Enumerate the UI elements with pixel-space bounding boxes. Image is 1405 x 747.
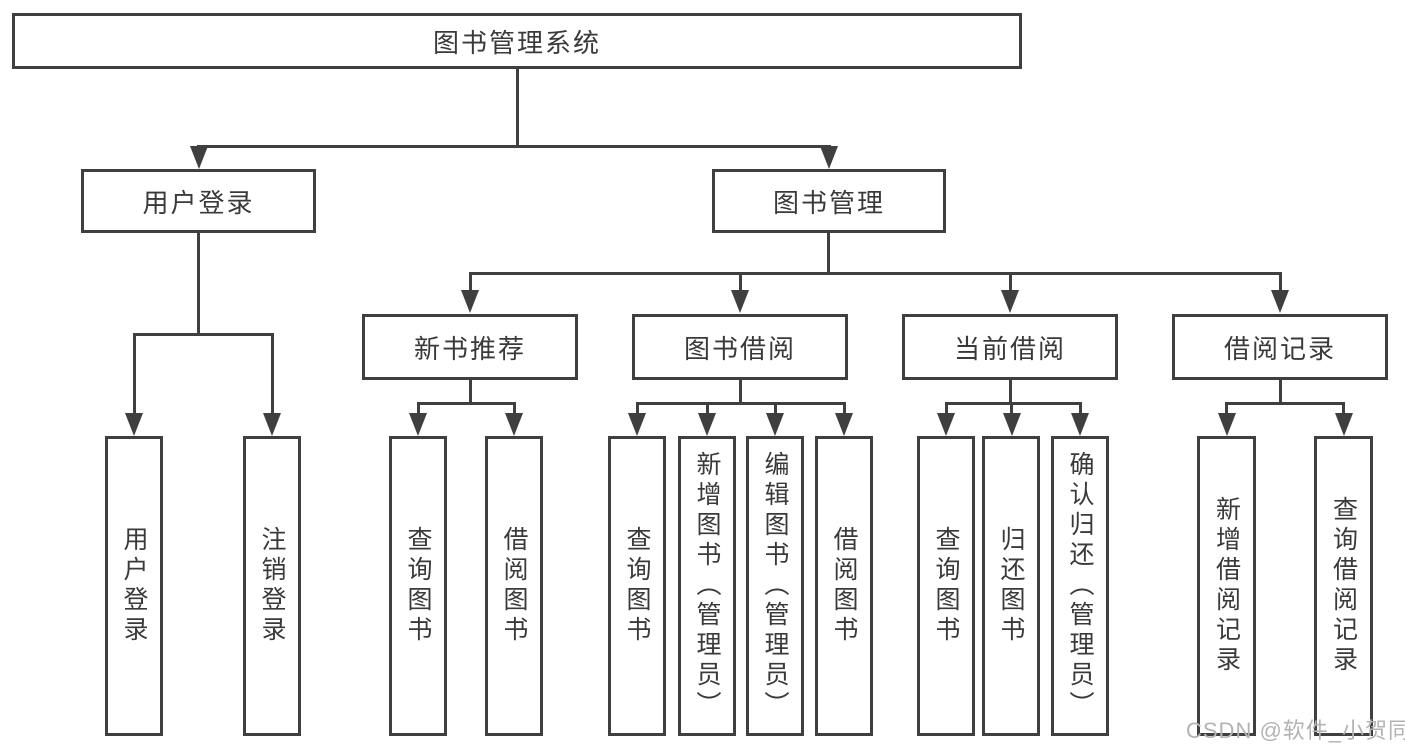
leaf-return-books-label: 归还图书	[997, 526, 1025, 646]
leaf-add-borrow-record: 新增借阅记录	[1197, 436, 1256, 736]
watermark: CSDN @软件_小贺同学	[1186, 718, 1405, 743]
connector-line	[1342, 402, 1345, 415]
leaf-query-books-recommend-label: 查询图书	[404, 526, 432, 646]
connector-line	[944, 402, 948, 415]
connector-line	[635, 402, 639, 415]
node-borrow-records: 借阅记录	[1172, 314, 1388, 380]
connector-line	[132, 333, 274, 336]
node-new-book-recommend: 新书推荐	[362, 314, 578, 380]
connector-line	[468, 272, 1282, 275]
connector-line	[738, 272, 742, 292]
connector-line	[1010, 402, 1013, 415]
leaf-add-book-admin: 新增图书（管理员）	[678, 436, 736, 736]
node-root-label: 图书管理系统	[432, 27, 601, 58]
node-user-login-label: 用户登录	[142, 187, 255, 218]
node-borrow-records-label: 借阅记录	[1223, 333, 1336, 364]
connector-line	[515, 69, 519, 147]
leaf-query-books-current: 查询图书	[917, 436, 975, 736]
leaf-confirm-return-admin: 确认归还（管理员）	[1051, 436, 1109, 736]
arrow-down-icon	[835, 413, 853, 436]
leaf-query-books-current-label: 查询图书	[932, 526, 960, 646]
leaf-add-borrow-record-label: 新增借阅记录	[1212, 496, 1241, 676]
arrow-down-icon	[698, 413, 716, 436]
connector-line	[197, 233, 200, 335]
node-current-borrow-label: 当前借阅	[953, 333, 1066, 364]
connector-line	[1078, 402, 1082, 415]
connector-line	[416, 402, 420, 415]
leaf-borrow-books-recommend: 借阅图书	[485, 436, 543, 736]
connector-line	[468, 272, 472, 292]
leaf-borrow-books-label: 借阅图书	[830, 526, 858, 646]
connector-line	[635, 402, 846, 405]
leaf-query-books-borrow: 查询图书	[608, 436, 666, 736]
node-root: 图书管理系统	[12, 13, 1022, 69]
arrow-down-icon	[1271, 290, 1289, 313]
arrow-down-icon	[628, 413, 646, 436]
arrow-down-icon	[937, 413, 955, 436]
arrow-down-icon	[731, 290, 749, 313]
arrow-down-icon	[461, 290, 479, 313]
leaf-return-books: 归还图书	[982, 436, 1040, 736]
connector-line	[468, 380, 472, 404]
connector-line	[1008, 272, 1012, 292]
node-book-management-label: 图书管理	[772, 187, 885, 218]
node-book-borrow: 图书借阅	[632, 314, 848, 380]
leaf-logout: 注销登录	[243, 436, 301, 736]
connector-line	[1225, 402, 1345, 405]
connector-line	[197, 145, 831, 148]
leaf-borrow-books: 借阅图书	[815, 436, 873, 736]
connector-line	[944, 402, 1082, 405]
connector-line	[1008, 380, 1012, 404]
leaf-user-login: 用户登录	[105, 436, 163, 736]
arrow-down-icon	[1217, 413, 1236, 436]
connector-line	[1278, 272, 1282, 292]
arrow-down-icon	[1071, 413, 1089, 436]
arrow-down-icon	[819, 146, 838, 169]
connector-line	[512, 402, 516, 415]
connector-line	[842, 402, 846, 415]
node-new-book-recommend-label: 新书推荐	[413, 333, 526, 364]
arrow-down-icon	[263, 413, 281, 436]
arrow-down-icon	[766, 413, 784, 436]
leaf-user-login-label: 用户登录	[120, 526, 148, 646]
node-current-borrow: 当前借阅	[902, 314, 1118, 380]
connector-line	[773, 402, 777, 415]
leaf-query-borrow-record-label: 查询借阅记录	[1329, 496, 1358, 676]
arrow-down-icon	[1334, 413, 1353, 436]
connector-line	[270, 333, 274, 415]
connector-line	[705, 402, 709, 415]
leaf-query-borrow-record: 查询借阅记录	[1314, 436, 1373, 736]
node-book-borrow-label: 图书借阅	[683, 333, 796, 364]
arrow-down-icon	[125, 413, 143, 436]
arrow-down-icon	[189, 146, 208, 169]
leaf-edit-book-admin-label: 编辑图书（管理员）	[761, 451, 789, 721]
connector-line	[1225, 402, 1228, 415]
arrow-down-icon	[1001, 290, 1019, 313]
leaf-add-book-admin-label: 新增图书（管理员）	[693, 451, 721, 721]
leaf-query-books-recommend: 查询图书	[389, 436, 447, 736]
arrow-down-icon	[505, 413, 523, 436]
connector-line	[132, 333, 136, 415]
connector-line	[1278, 380, 1282, 404]
node-user-login: 用户登录	[81, 169, 316, 233]
leaf-logout-label: 注销登录	[258, 526, 286, 646]
connector-line	[827, 233, 830, 275]
leaf-borrow-books-recommend-label: 借阅图书	[500, 526, 528, 646]
leaf-edit-book-admin: 编辑图书（管理员）	[746, 436, 804, 736]
node-book-management: 图书管理	[712, 169, 946, 233]
arrow-down-icon	[1002, 413, 1021, 436]
connector-line	[738, 380, 742, 404]
leaf-query-books-borrow-label: 查询图书	[623, 526, 651, 646]
connector-line	[416, 402, 516, 405]
arrow-down-icon	[409, 413, 427, 436]
leaf-confirm-return-admin-label: 确认归还（管理员）	[1066, 451, 1094, 721]
